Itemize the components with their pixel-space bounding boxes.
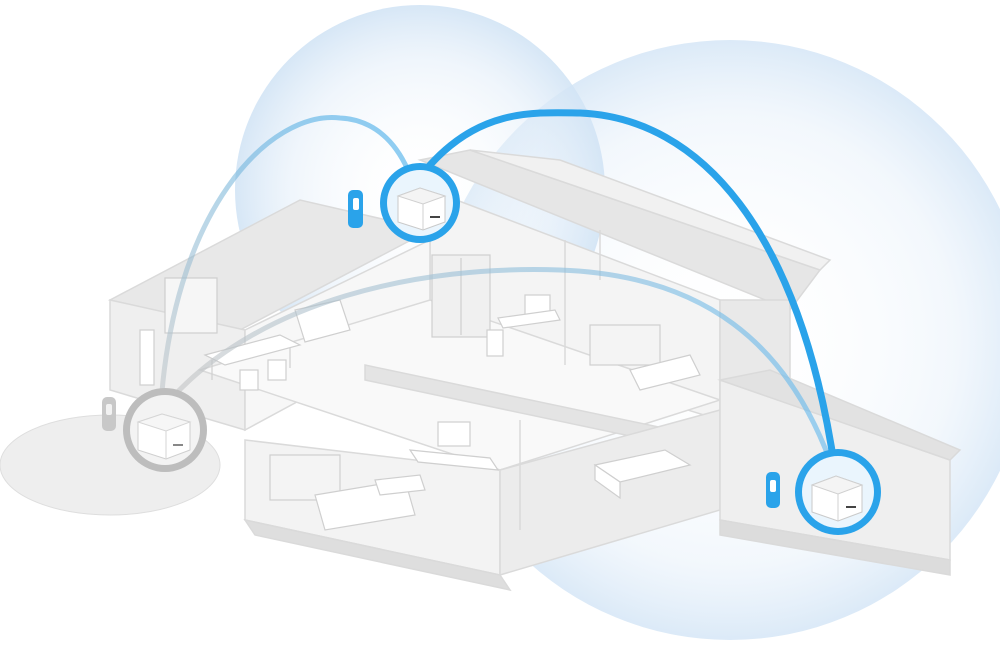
plug-icon — [348, 190, 363, 228]
mesh-node-upstairs — [380, 163, 460, 243]
powerline-adapter-upstairs — [348, 190, 363, 228]
router-icon — [810, 475, 864, 522]
arc-garden-to-basement — [167, 267, 838, 478]
connection-arcs — [157, 109, 839, 478]
plug-icon — [766, 472, 780, 508]
powerline-adapter-basement — [766, 472, 780, 508]
mesh-node-basement — [795, 449, 881, 535]
router-icon — [136, 413, 192, 460]
router-icon — [396, 187, 447, 231]
plug-icon — [102, 397, 116, 431]
mesh-node-garden — [123, 388, 207, 472]
arc-garden-to-upstairs — [157, 115, 413, 423]
powerline-adapter-garden — [102, 397, 116, 431]
arc-upstairs-to-basement — [426, 109, 839, 474]
